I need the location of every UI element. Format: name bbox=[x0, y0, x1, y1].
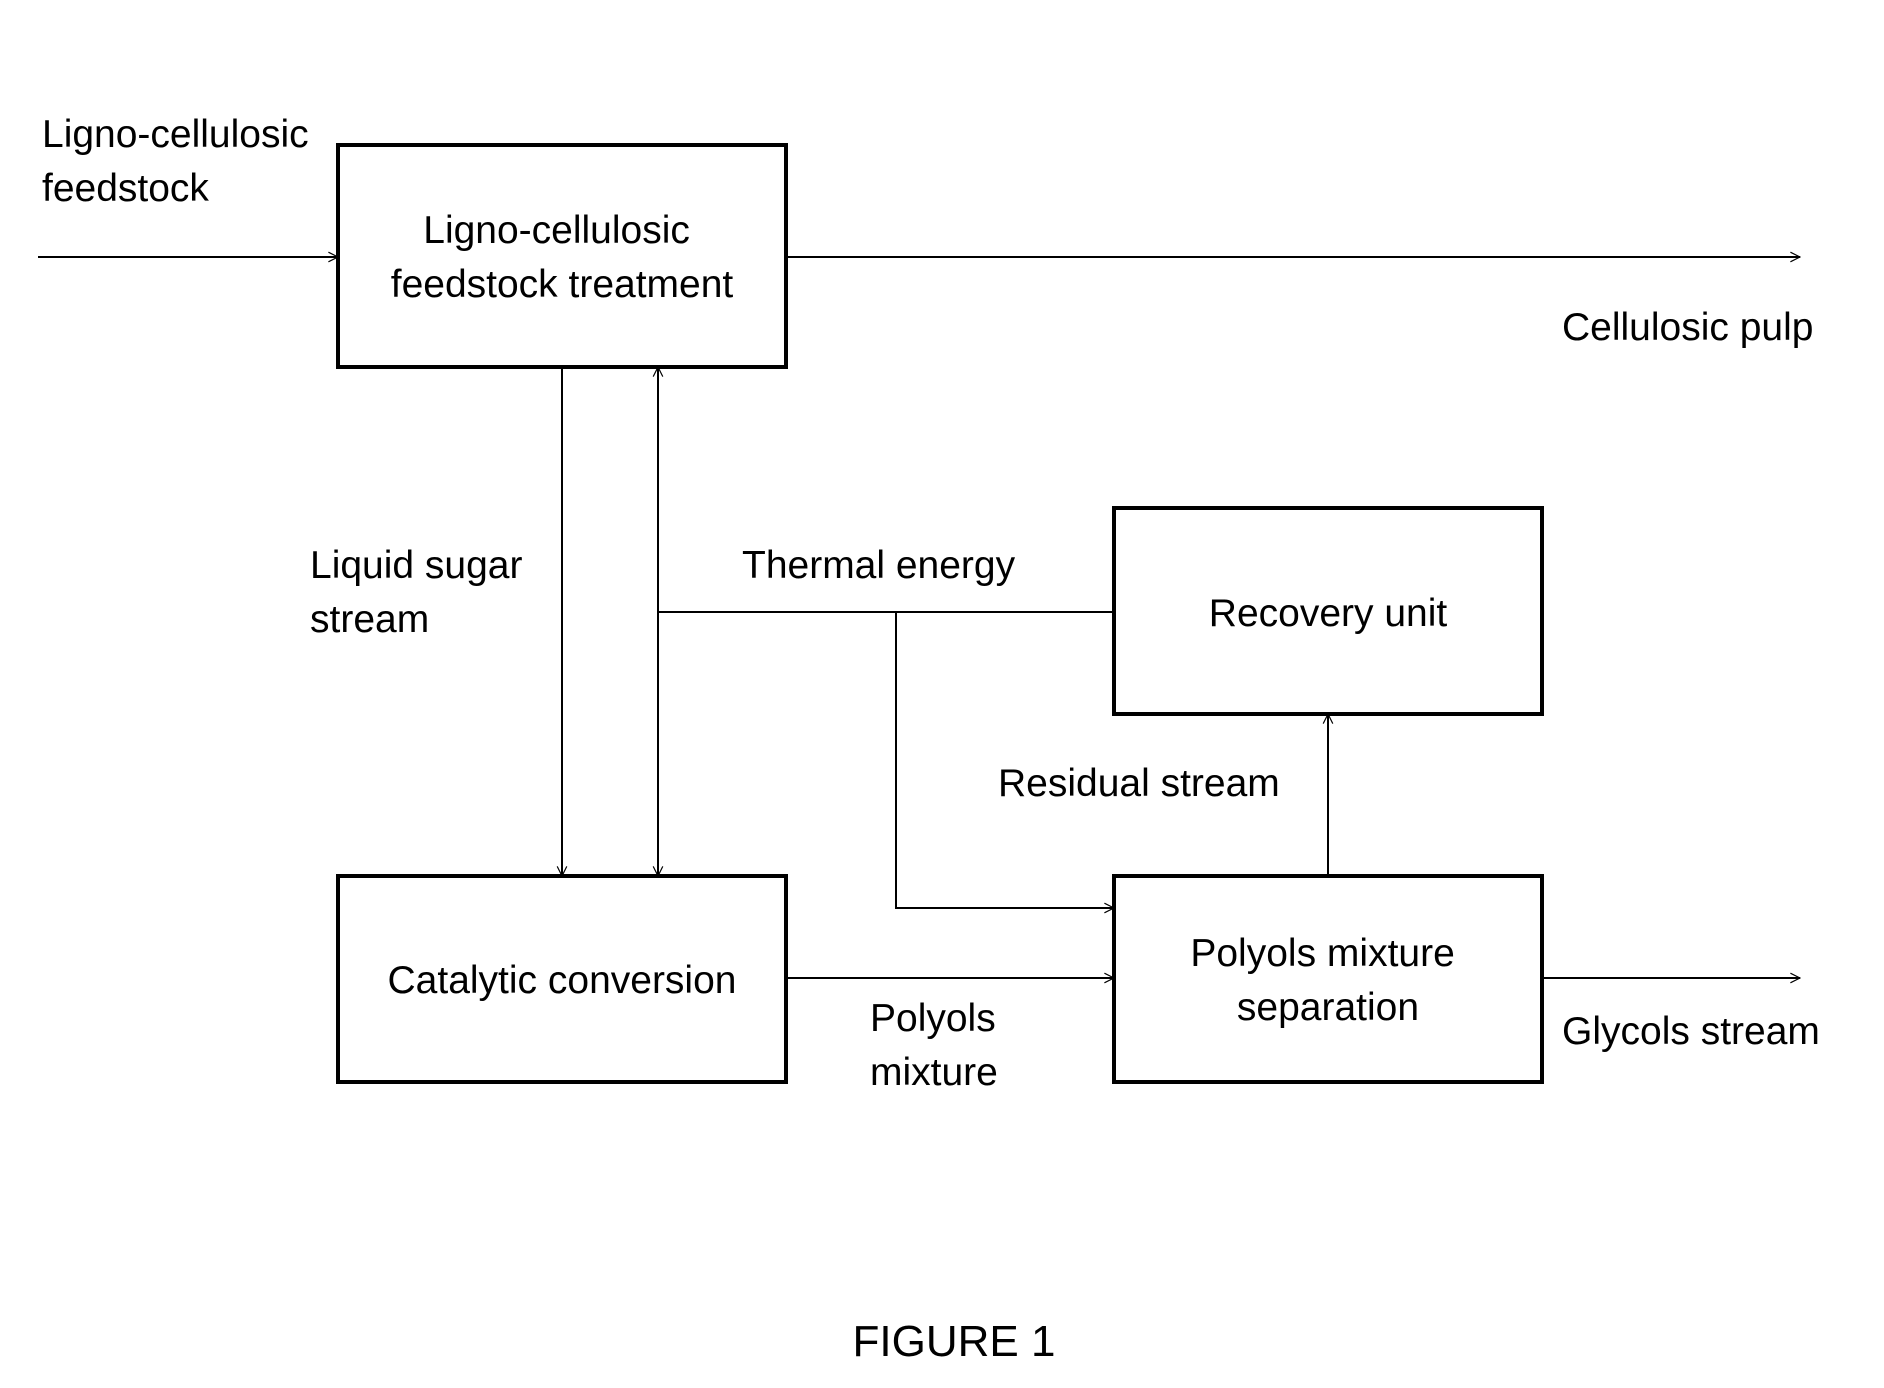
polyols-mixture-line-1: Polyols bbox=[870, 997, 996, 1040]
thermal-energy-label: Thermal energy bbox=[742, 544, 1016, 587]
feedstock-treatment-line-1: Ligno-cellulosic bbox=[423, 209, 690, 252]
cellulosic-pulp-label: Cellulosic pulp bbox=[1562, 306, 1813, 349]
polyols-mixture-label: Polyols mixture bbox=[870, 997, 1007, 1094]
polyols-separation-line-1: Polyols mixture bbox=[1190, 932, 1454, 975]
liquid-sugar-stream-label: Liquid sugar stream bbox=[310, 544, 533, 641]
liquid-sugar-stream-line-1: Liquid sugar bbox=[310, 544, 522, 587]
feedstock-input-line-2: feedstock bbox=[42, 167, 209, 210]
residual-stream-label: Residual stream bbox=[998, 762, 1280, 805]
catalytic-conversion-box: Catalytic conversion bbox=[338, 876, 786, 1082]
feedstock-input-line-1: Ligno-cellulosic bbox=[42, 113, 309, 156]
polyols-separation-box: Polyols mixture separation bbox=[1114, 876, 1542, 1082]
liquid-sugar-stream-line-2: stream bbox=[310, 598, 429, 641]
thermal-energy-to-separation-arrow bbox=[896, 612, 1114, 908]
polyols-mixture-line-2: mixture bbox=[870, 1051, 998, 1094]
recovery-unit-box: Recovery unit bbox=[1114, 508, 1542, 714]
figure-caption: FIGURE 1 bbox=[853, 1317, 1056, 1366]
feedstock-treatment-box: Ligno-cellulosic feedstock treatment bbox=[338, 145, 786, 367]
recovery-unit-label: Recovery unit bbox=[1209, 592, 1448, 635]
feedstock-treatment-line-2: feedstock treatment bbox=[391, 263, 734, 306]
glycols-stream-label: Glycols stream bbox=[1562, 1010, 1820, 1053]
feedstock-input-label: Ligno-cellulosic feedstock bbox=[42, 113, 319, 210]
polyols-separation-line-2: separation bbox=[1237, 986, 1419, 1029]
catalytic-conversion-label: Catalytic conversion bbox=[388, 959, 737, 1002]
